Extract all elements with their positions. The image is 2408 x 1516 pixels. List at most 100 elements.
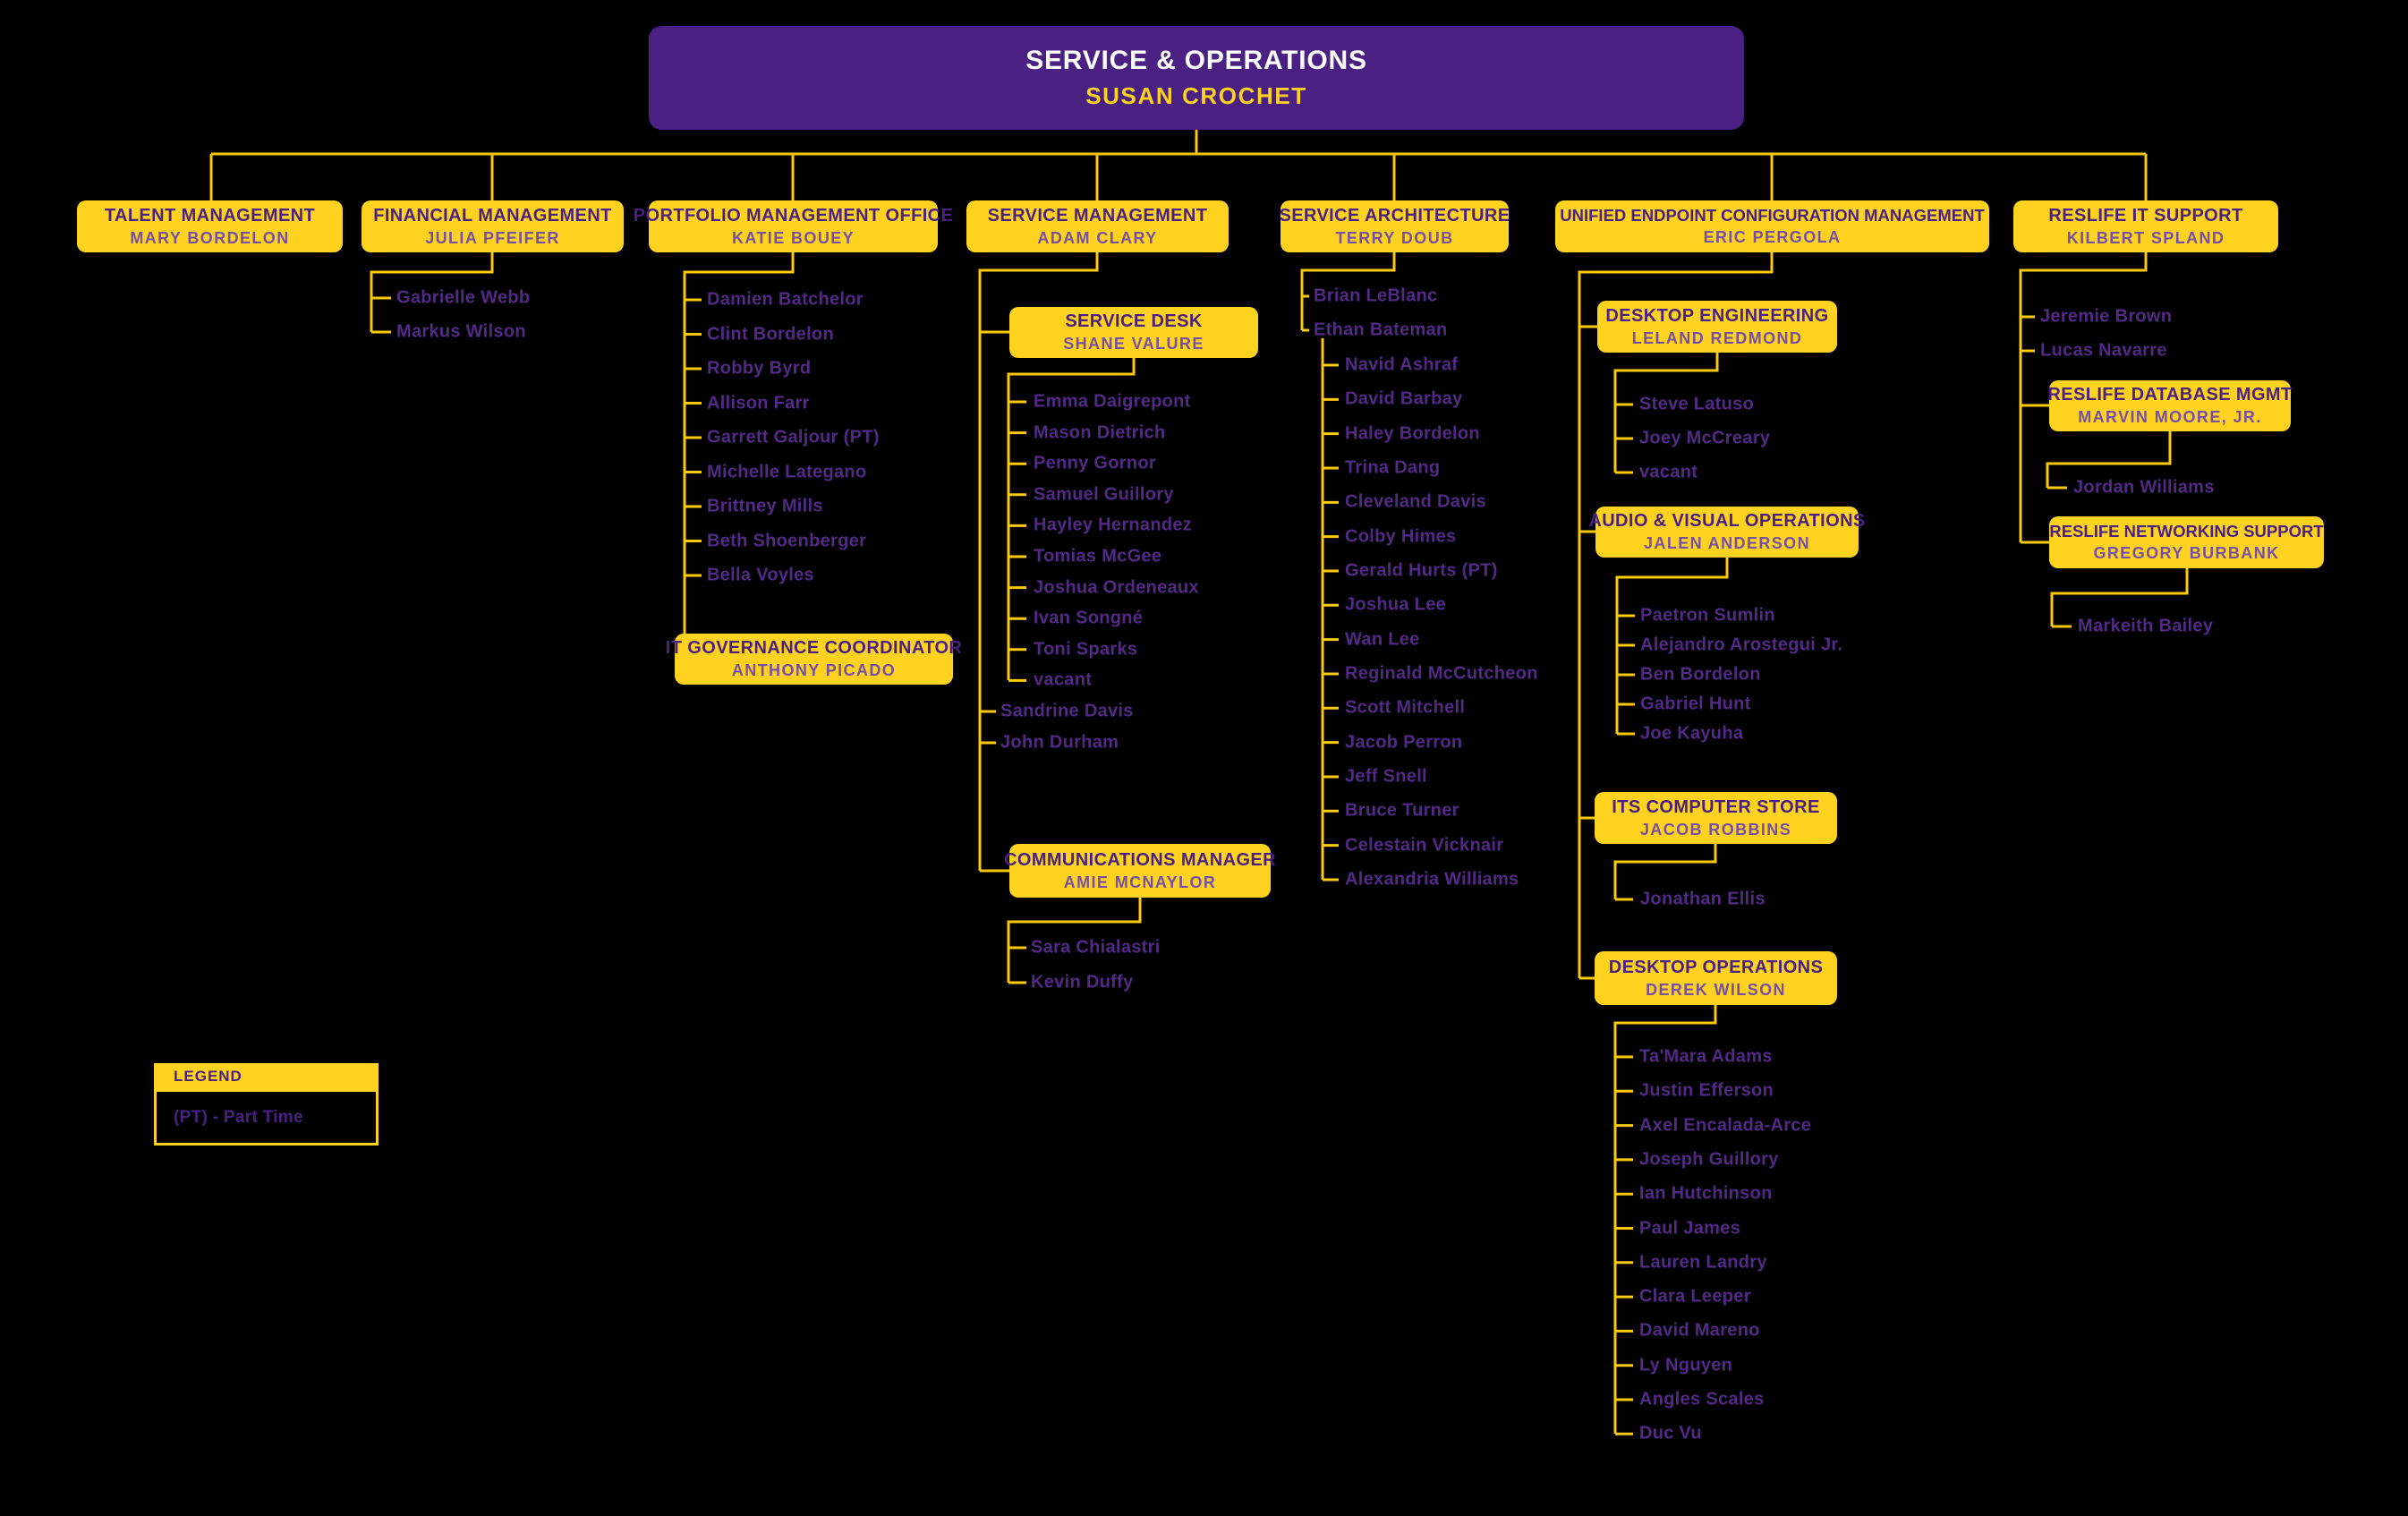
department-title: RESLIFE IT SUPPORT bbox=[2048, 205, 2243, 226]
branch-drop-lines bbox=[209, 154, 2148, 200]
member-name: Gabriel Hunt bbox=[1640, 694, 1751, 714]
department-title: FINANCIAL MANAGEMENT bbox=[373, 205, 612, 226]
member-name: Damien Batchelor bbox=[707, 289, 864, 310]
member-name: Ly Nguyen bbox=[1639, 1355, 1733, 1375]
branch-box-portfolio-management-office: PORTFOLIO MANAGEMENT OFFICE KATIE BOUEY bbox=[634, 200, 953, 252]
av-ops-spine bbox=[1615, 558, 1729, 734]
member-name: Brian LeBlanc bbox=[1314, 285, 1438, 306]
reslife-spine bbox=[2019, 252, 2148, 544]
member-name: Penny Gornor bbox=[1034, 453, 1156, 473]
member-name: Jeremie Brown bbox=[2040, 306, 2173, 327]
member-name: Joe Kayuha bbox=[1640, 723, 1744, 744]
department-title: PORTFOLIO MANAGEMENT OFFICE bbox=[633, 205, 954, 226]
member-name: Gerald Hurts (PT) bbox=[1345, 560, 1498, 581]
member-name: Beth Shoenberger bbox=[707, 531, 867, 550]
department-title: TALENT MANAGEMENT bbox=[104, 205, 316, 226]
member-name: Mason Dietrich bbox=[1034, 422, 1166, 443]
manager-name: JACOB ROBBINS bbox=[1639, 820, 1792, 839]
desktop-eng-spine bbox=[1613, 353, 1719, 473]
service-desk-spine bbox=[1007, 358, 1136, 680]
subunit-box-desktop-operations: DESKTOP OPERATIONS DEREK WILSON bbox=[1595, 951, 1837, 1005]
department-title: SERVICE DESK bbox=[1065, 311, 1203, 331]
member-name: Bruce Turner bbox=[1345, 800, 1459, 821]
manager-name: JULIA PFEIFER bbox=[425, 228, 560, 247]
member-name: Markus Wilson bbox=[396, 321, 526, 342]
member-name: Axel Encalada-Arce bbox=[1639, 1115, 1812, 1136]
member-name: David Barbay bbox=[1345, 388, 1463, 409]
subunit-box-its-computer-store: ITS COMPUTER STORE JACOB ROBBINS bbox=[1595, 792, 1837, 844]
legend-body: (PT) - Part Time bbox=[154, 1089, 379, 1146]
legend-title: LEGEND bbox=[174, 1067, 243, 1085]
member-name: Ian Hutchinson bbox=[1639, 1183, 1773, 1204]
member-name: Alejandro Arostegui Jr. bbox=[1640, 635, 1843, 655]
reslife-db-spine bbox=[2046, 431, 2172, 488]
member-name: Michelle Lategano bbox=[707, 462, 867, 481]
member-name: Bella Voyles bbox=[707, 565, 814, 585]
manager-name: SHANE VALURE bbox=[1063, 335, 1204, 353]
subunit-box-desktop-engineering: DESKTOP ENGINEERING LELAND REDMOND bbox=[1597, 301, 1837, 353]
service-arch-spine bbox=[1300, 252, 1396, 330]
member-name: Jacob Perron bbox=[1345, 732, 1463, 753]
department-title: IT GOVERNANCE COORDINATOR bbox=[665, 638, 963, 658]
branch-box-reslife-it-support: RESLIFE IT SUPPORT KILBERT SPLAND bbox=[2013, 200, 2278, 252]
manager-name: MARVIN MOORE, JR. bbox=[2078, 408, 2262, 426]
member-name: Paul James bbox=[1639, 1218, 1741, 1238]
member-name: Emma Daigrepont bbox=[1034, 391, 1191, 412]
member-name: John Durham bbox=[1000, 732, 1119, 753]
member-name: Lucas Navarre bbox=[2040, 340, 2167, 361]
member-name: Brittney Mills bbox=[707, 496, 823, 516]
department-title: SERVICE ARCHITECTURE bbox=[1279, 205, 1510, 226]
legend-header: LEGEND bbox=[154, 1063, 379, 1089]
member-name: Trina Dang bbox=[1345, 457, 1441, 478]
member-name: David Mareno bbox=[1639, 1320, 1760, 1341]
member-name: Angles Scales bbox=[1639, 1389, 1765, 1410]
member-name: Clara Leeper bbox=[1639, 1286, 1751, 1307]
branch-box-service-management: SERVICE MANAGEMENT ADAM CLARY bbox=[966, 200, 1229, 252]
department-title: RESLIFE DATABASE MGMT bbox=[2047, 385, 2293, 405]
subunit-box-communications-manager: COMMUNICATIONS MANAGER AMIE MCNAYLOR bbox=[1004, 844, 1276, 898]
member-name: Justin Efferson bbox=[1639, 1080, 1774, 1101]
reslife-net-spine bbox=[2050, 568, 2189, 626]
manager-name: DEREK WILSON bbox=[1646, 980, 1786, 999]
legend-entry: (PT) - Part Time bbox=[174, 1107, 303, 1127]
member-name: Sara Chialastri bbox=[1031, 937, 1161, 958]
member-name: Alexandria Williams bbox=[1345, 869, 1519, 890]
manager-name: LELAND REDMOND bbox=[1631, 328, 1803, 347]
branch-box-financial-management: FINANCIAL MANAGEMENT JULIA PFEIFER bbox=[362, 200, 624, 252]
member-name: Ethan Bateman bbox=[1314, 319, 1448, 340]
member-name: vacant bbox=[1034, 669, 1093, 690]
member-name: Paetron Sumlin bbox=[1640, 605, 1775, 626]
department-title: ITS COMPUTER STORE bbox=[1612, 796, 1820, 817]
member-name: Navid Ashraf bbox=[1345, 354, 1459, 375]
member-name: Hayley Hernandez bbox=[1034, 515, 1193, 535]
member-name: Gabrielle Webb bbox=[396, 287, 531, 308]
member-name: Ben Bordelon bbox=[1640, 664, 1761, 685]
member-name: Wan Lee bbox=[1345, 629, 1420, 650]
its-store-spine bbox=[1613, 844, 1717, 899]
manager-name: ANTHONY PICADO bbox=[731, 661, 897, 679]
service-mgmt-spine bbox=[978, 252, 1099, 873]
branch-box-unified-endpoint-configuration-management: UNIFIED ENDPOINT CONFIGURATION MANAGEMEN… bbox=[1555, 200, 1989, 252]
manager-name: MARY BORDELON bbox=[130, 228, 290, 247]
portfolio-spine bbox=[683, 252, 795, 634]
department-title: SERVICE MANAGEMENT bbox=[987, 205, 1208, 226]
member-name: Garrett Galjour (PT) bbox=[707, 427, 880, 447]
member-name: Ta'Mara Adams bbox=[1639, 1046, 1773, 1067]
financial-spine bbox=[370, 252, 494, 332]
member-name: Ivan Songné bbox=[1034, 608, 1144, 628]
manager-name: SUSAN CROCHET bbox=[1085, 82, 1307, 109]
member-name: Lauren Landry bbox=[1639, 1252, 1767, 1273]
department-title: UNIFIED ENDPOINT CONFIGURATION MANAGEMEN… bbox=[1560, 206, 1985, 225]
member-name: Colby Himes bbox=[1345, 526, 1457, 547]
member-name: Joshua Ordeneaux bbox=[1034, 577, 1199, 598]
department-title: DESKTOP ENGINEERING bbox=[1605, 305, 1829, 326]
department-title: DESKTOP OPERATIONS bbox=[1608, 957, 1824, 977]
communications-spine bbox=[1007, 898, 1142, 983]
manager-name: ERIC PERGOLA bbox=[1703, 228, 1842, 246]
member-name: Jordan Williams bbox=[2073, 477, 2215, 498]
member-name: Jonathan Ellis bbox=[1640, 889, 1766, 909]
subunit-box-it-governance-coordinator: IT GOVERNANCE COORDINATOR ANTHONY PICADO bbox=[666, 634, 962, 685]
subunit-box-reslife-networking-support: RESLIFE NETWORKING SUPPORT GREGORY BURBA… bbox=[2049, 516, 2324, 568]
member-name: Joshua Lee bbox=[1345, 594, 1447, 615]
